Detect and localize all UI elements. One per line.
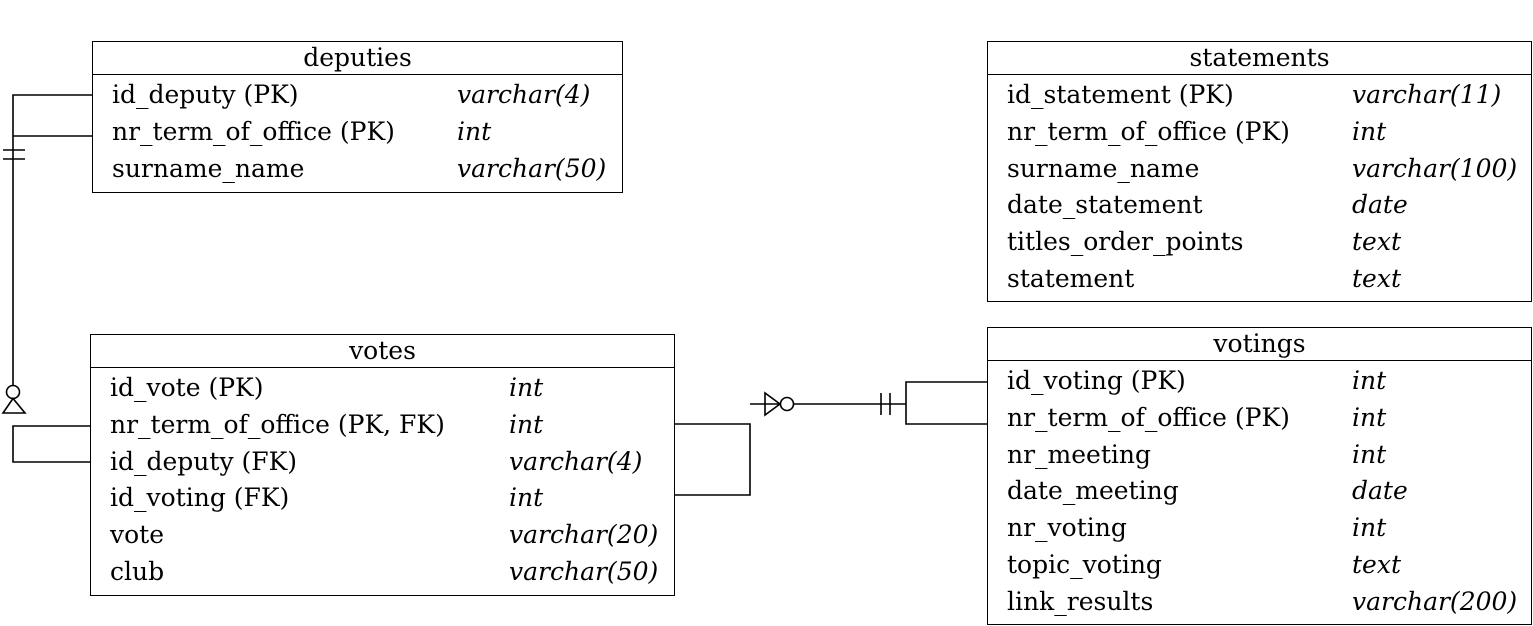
field-name: club [110,556,165,586]
field-type: int [509,373,544,402]
crow-foot [764,391,782,417]
field-type: int [1352,366,1387,395]
field-name: nr_meeting [1007,439,1151,469]
field-row: link_results varchar(200) [988,584,1531,621]
field-type: varchar(50) [509,556,659,586]
field-name: surname_name [1007,153,1200,183]
table-title: votes [91,335,674,368]
field-name: nr_term_of_office (PK) [112,116,395,146]
field-row: date_meeting date [988,473,1531,510]
field-row: club varchar(50) [91,554,674,591]
relationship-votes-link-a [12,425,92,463]
field-type: date [1352,476,1408,506]
table-title: statements [988,42,1531,75]
zero-optional-circle [779,396,795,412]
field-type: varchar(11) [1352,80,1502,109]
field-name: surname_name [112,153,305,183]
field-row: nr_meeting int [988,437,1531,474]
table-votings[interactable]: votings id_voting (PK) int nr_term_of_of… [987,327,1532,625]
relationship-votings-branch [905,381,988,425]
field-row: id_statement (PK) varchar(11) [988,77,1531,114]
field-name: date_statement [1007,190,1203,220]
field-row: id_deputy (FK) varchar(4) [91,444,674,481]
field-type: date [1352,190,1408,220]
field-name: nr_term_of_office (PK, FK) [110,409,445,439]
field-type: int [1352,513,1387,543]
field-row: nr_voting int [988,510,1531,547]
field-name: id_voting (FK) [110,483,290,513]
field-type: varchar(4) [457,80,591,109]
field-type: text [1352,263,1401,293]
table-title: votings [988,328,1531,361]
field-row: id_voting (PK) int [988,363,1531,400]
relationship-deputies-votes [12,94,92,385]
field-name: id_deputy (FK) [110,446,298,476]
field-name: vote [110,520,165,550]
field-name: id_vote (PK) [110,373,264,402]
field-row: date_statement date [988,187,1531,224]
field-type: varchar(100) [1352,153,1518,183]
field-name: id_deputy (PK) [112,80,299,109]
table-statements[interactable]: statements id_statement (PK) varchar(11)… [987,41,1532,302]
crow-foot [1,397,27,414]
field-row: surname_name varchar(100) [988,151,1531,188]
field-type: varchar(50) [457,153,607,183]
field-row: statement text [988,261,1531,298]
field-name: nr_term_of_office (PK) [1007,116,1290,146]
field-row: id_vote (PK) int [91,370,674,407]
field-row: nr_term_of_office (PK) int [988,114,1531,151]
table-deputies[interactable]: deputies id_deputy (PK) varchar(4) nr_te… [92,41,623,193]
field-type: int [457,116,492,146]
field-name: id_voting (PK) [1007,366,1186,395]
field-name: link_results [1007,586,1154,616]
field-name: id_statement (PK) [1007,80,1234,109]
field-row: surname_name varchar(50) [93,151,622,188]
field-type: int [1352,402,1387,432]
field-type: varchar(200) [1352,586,1518,616]
field-row: id_voting (FK) int [91,480,674,517]
field-row: vote varchar(20) [91,517,674,554]
field-type: varchar(4) [509,446,643,476]
field-type: varchar(20) [509,520,659,550]
field-type: text [1352,227,1401,257]
field-row: nr_term_of_office (PK) int [988,400,1531,437]
table-votes[interactable]: votes id_vote (PK) int nr_term_of_office… [90,334,675,596]
field-type: int [509,409,544,439]
field-name: titles_order_points [1007,227,1244,257]
field-row: titles_order_points text [988,224,1531,261]
field-type: int [1352,439,1387,469]
field-type: int [1352,116,1387,146]
field-row: nr_term_of_office (PK, FK) int [91,407,674,444]
field-row: id_deputy (PK) varchar(4) [93,77,622,114]
field-type: text [1352,549,1401,579]
field-name: nr_term_of_office (PK) [1007,402,1290,432]
field-row: nr_term_of_office (PK) int [93,114,622,151]
table-title: deputies [93,42,622,75]
field-name: statement [1007,263,1135,293]
relationship-votes-votings [674,423,751,496]
field-type: int [509,483,544,513]
zero-optional-circle [5,384,21,400]
field-name: topic_voting [1007,549,1162,579]
field-name: nr_voting [1007,513,1127,543]
field-name: date_meeting [1007,476,1179,506]
field-row: topic_voting text [988,547,1531,584]
